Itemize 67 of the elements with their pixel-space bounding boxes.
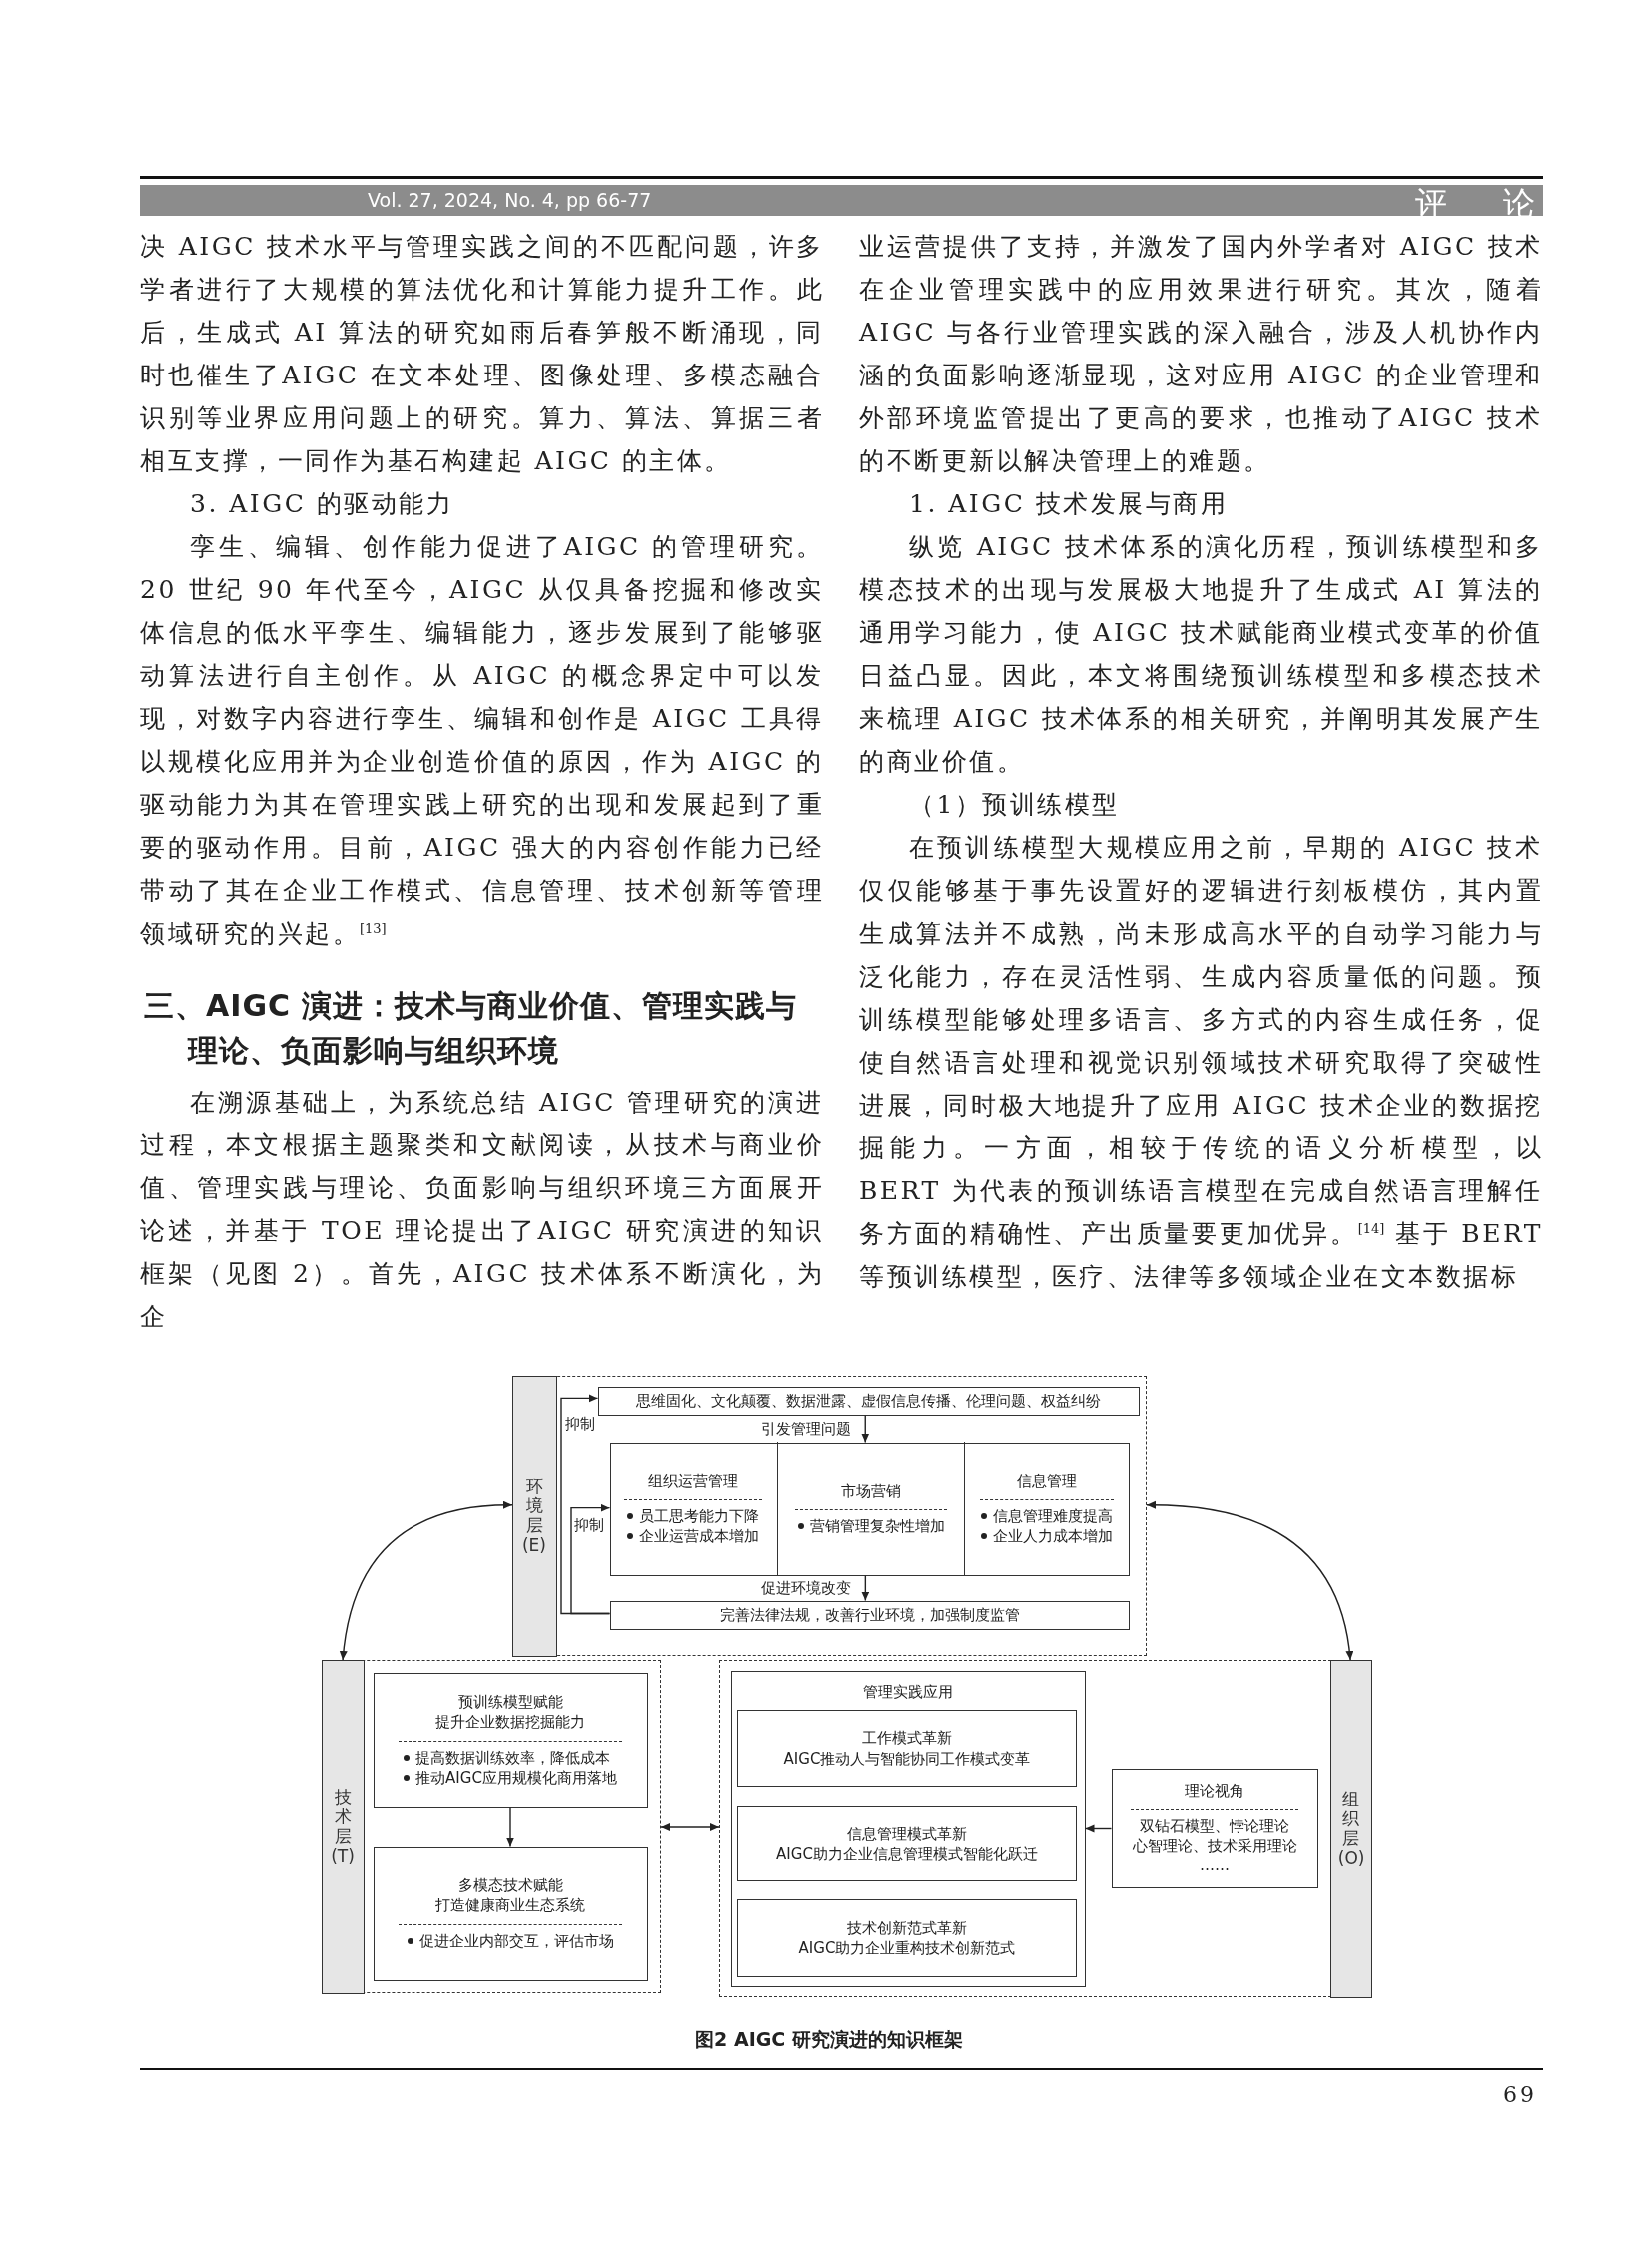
box-heading: 多模态技术赋能	[457, 1875, 563, 1896]
layer-frame	[512, 1376, 1147, 1656]
arrow	[861, 1414, 870, 1444]
edge-label: 抑制	[574, 1516, 604, 1534]
body-paragraph: 在预训练模型大规模应用之前，早期的 AIGC 技术仅仅能够基于事先设置好的逻辑进行刻板模仿，其内置生成算法并不成熟，尚未形成高水平的自动学习能力与泛化能力，存在灵活性弱、生成内容质量低的问题。预训练模型能够处理多语言、多方式的内容生成任务，促使自然语言处理和视觉识别领域技术研究取得了突破性进展，同时极大地提升了应用 AIGC 技术企业的数据挖掘能力。一方面，相较于传统的语义分析模型，以 BERT 为代表的预训练语言模型在完成自然语言理解任务方面的精确性、产出质量要更加优异。$^{[14]}$ 基于 BERT 等预训练模型，医疗、法律等多领域企业在文本数据标	[859, 832, 1543, 1293]
box-heading: 理论视角	[1185, 1780, 1244, 1801]
curved-arrow	[1146, 1501, 1353, 1661]
bullet-text: 推动AIGC应用规模化商用落地	[415, 1767, 617, 1788]
bullet-text: 员工思考能力下降	[639, 1505, 759, 1527]
section-heading: 三、AIGC 演进：技术与商业价值、管理实践与理论、负面影响与组织环境	[143, 987, 799, 1070]
content-box	[373, 1672, 648, 1808]
box-heading: 组织运营管理	[648, 1470, 738, 1491]
box-text: 技术创新范式革新	[847, 1917, 967, 1938]
layer-frame	[322, 1660, 661, 1993]
box-text: 心智理论、技术采用理论	[1132, 1836, 1297, 1857]
body-paragraph: 业运营提供了支持，并激发了国内外学者对 AIGC 技术在企业管理实践中的应用效果进行研究。其次，随着 AIGC 与各行业管理实践的深入融合，涉及人机协作内涵的负面影响逐渐显现，这对应用 AIGC 的企业管理和外部环境监管提出了更高的要求，也推动了AIGC 技术的不断更新以解决管理上的难题。	[859, 231, 1543, 477]
box-text: AIGC助力企业信息管理模式智能化跃迁	[776, 1844, 1038, 1865]
box-text: ……	[1200, 1856, 1230, 1876]
bullet-text: 信息管理难度提高	[993, 1505, 1113, 1527]
layer-label: 环境层(E)	[521, 1476, 547, 1556]
box-heading: 信息管理	[1017, 1470, 1077, 1491]
body-paragraph: 纵览 AIGC 技术体系的演化历程，预训练模型和多模态技术的出现与发展极大地提升了生成式 AI 算法的通用学习能力，使 AIGC 技术赋能商业模式变革的价值日益凸显。因此，本文将围绕预训练模型和多模态技术来梳理 AIGC 技术体系的相关研究，并阐明其发展产生的商业价值。	[859, 531, 1543, 778]
subsection-heading: （1）预训练模型	[908, 789, 1121, 821]
group-box	[730, 1670, 1086, 1987]
figure-caption: 图2 AIGC 研究演进的知识框架	[694, 2027, 964, 2052]
content-box	[1111, 1768, 1318, 1888]
bullet-text: 促进企业内部交互，评估市场	[418, 1930, 614, 1951]
bullet-text: 企业运营成本增加	[639, 1526, 759, 1547]
curved-arrow	[340, 1501, 513, 1661]
arrow	[861, 1574, 870, 1602]
box-text: 双钻石模型、悖论理论	[1140, 1815, 1289, 1836]
box-text: AIGC助力企业重构技术创新范式	[798, 1938, 1016, 1959]
box-text: 工作模式革新	[862, 1728, 952, 1749]
box-heading: 预训练模型赋能	[457, 1692, 563, 1713]
box-heading: 打造健康商业生态系统	[435, 1895, 585, 1916]
box-heading: 市场营销	[841, 1480, 901, 1501]
body-paragraph: 在溯源基础上，为系统总结 AIGC 管理研究的演进过程，本文根据主题聚类和文献阅读，从技术与商业价值、管理实践与理论、负面影响与组织环境三方面展开论述，并基于 TOE 理论提出了AIGC 研究演进的知识框架（见图 2）。首先，AIGC 技术体系不断演化，为企	[140, 1087, 824, 1333]
text-box: 思维固化、文化颠覆、数据泄露、虚假信息传播、伦理问题、权益纠纷	[597, 1386, 1140, 1416]
content-box	[737, 1710, 1077, 1787]
bullet-text: 企业人力成本增加	[993, 1526, 1113, 1547]
edge-label: 引发管理问题	[761, 1420, 852, 1438]
content-box	[737, 1806, 1077, 1881]
text-box: 完善法律法规，改善行业环境，加强制度监管	[609, 1600, 1130, 1630]
arrow	[506, 1806, 514, 1848]
group-heading: 管理实践应用	[862, 1681, 954, 1702]
subsection-heading: 3. AIGC 的驱动能力	[189, 488, 455, 520]
layer-label: 组织层(O)	[1337, 1789, 1364, 1868]
frame-box	[609, 1442, 1130, 1576]
box-text: AIGC推动人与智能协同工作模式变革	[783, 1748, 1031, 1769]
box-heading: 提升企业数据挖掘能力	[435, 1712, 585, 1733]
edge-label: 促进环境改变	[761, 1579, 852, 1597]
bullet-text: 提高数据训练效率，降低成本	[415, 1747, 611, 1768]
bullet-text: 营销管理复杂性增加	[809, 1516, 945, 1537]
issue-info: Vol. 27, 2024, No. 4, pp 66-77	[368, 189, 652, 211]
box-text: 信息管理模式革新	[847, 1823, 967, 1844]
body-paragraph: 决 AIGC 技术水平与管理实践之间的不匹配问题，许多学者进行了大规模的算法优化和计算能力提升工作。此后，生成式 AI 算法的研究如雨后春笋般不断涌现，同时也催生了AIGC 在文本处理、图像处理、多模态融合识别等业界应用问题上的研究。算力、算法、算据三者相互支撑，一同作为基石构建起 AIGC 的主体。	[140, 231, 824, 477]
arrow	[1084, 1824, 1113, 1833]
page-number: 69	[1503, 2082, 1537, 2107]
layer-label: 技术层(T)	[330, 1787, 356, 1867]
content-box	[373, 1846, 648, 1981]
edge-label: 抑制	[565, 1415, 595, 1433]
arrow	[570, 1503, 611, 1615]
layer-frame	[719, 1660, 1371, 1997]
arrow	[660, 1823, 720, 1831]
body-paragraph: 孪生、编辑、创作能力促进了AIGC 的管理研究。20 世纪 90 年代至今，AIGC 从仅具备挖掘和修改实体信息的低水平孪生、编辑能力，逐步发展到了能够驱动算法进行自主创作。从 AIGC 的概念界定中可以发现，对数字内容进行孪生、编辑和创作是 AIGC 工具得以规模化应用并为企业创造价值的原因，作为 AIGC 的驱动能力为其在管理实践上研究的出现和发展起到了重要的驱动作用。目前，AIGC 强大的内容创作能力已经带动了其在企业工作模式、信息管理、技术创新等管理领域研究的兴起。$^{[13]}$	[140, 531, 824, 950]
subsection-heading: 1. AIGC 技术发展与商用	[908, 488, 1230, 520]
content-box	[737, 1899, 1077, 1977]
